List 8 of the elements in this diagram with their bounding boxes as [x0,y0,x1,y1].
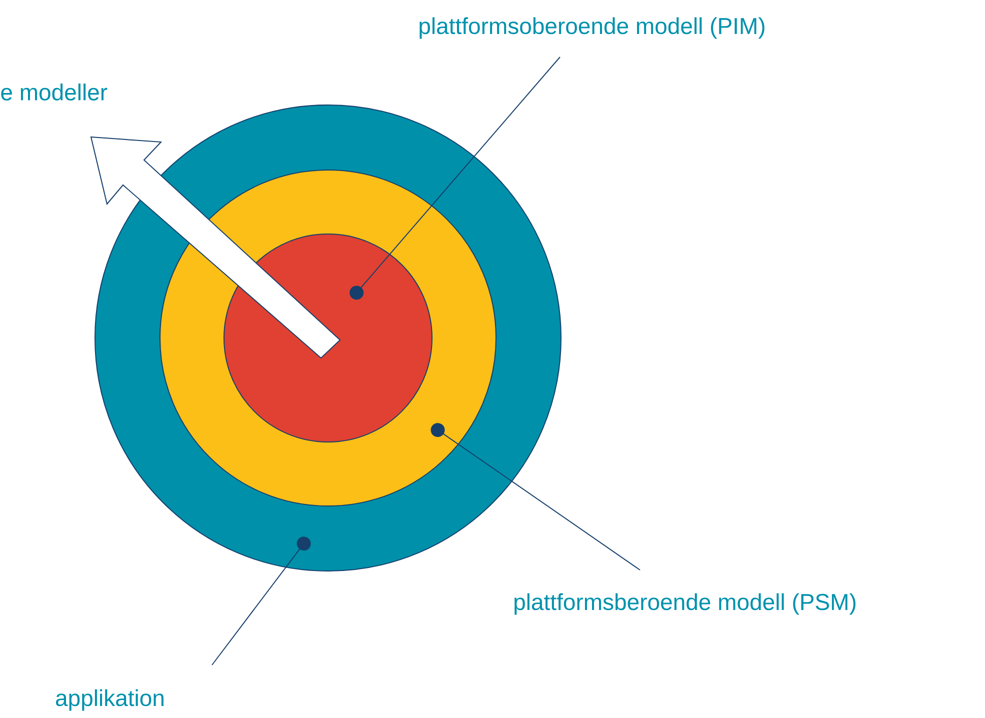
leader-line [350,56,560,300]
callout-label: plattformsberoende modell (PSM) [514,593,856,615]
ring-circle [224,234,432,442]
arrow-label: e modeller [1,84,108,100]
leader-line [212,536,311,666]
callout-label: applikation [56,689,164,711]
leader-line [430,423,640,570]
callout-label: plattformsoberoende modell (PIM) [420,17,764,39]
